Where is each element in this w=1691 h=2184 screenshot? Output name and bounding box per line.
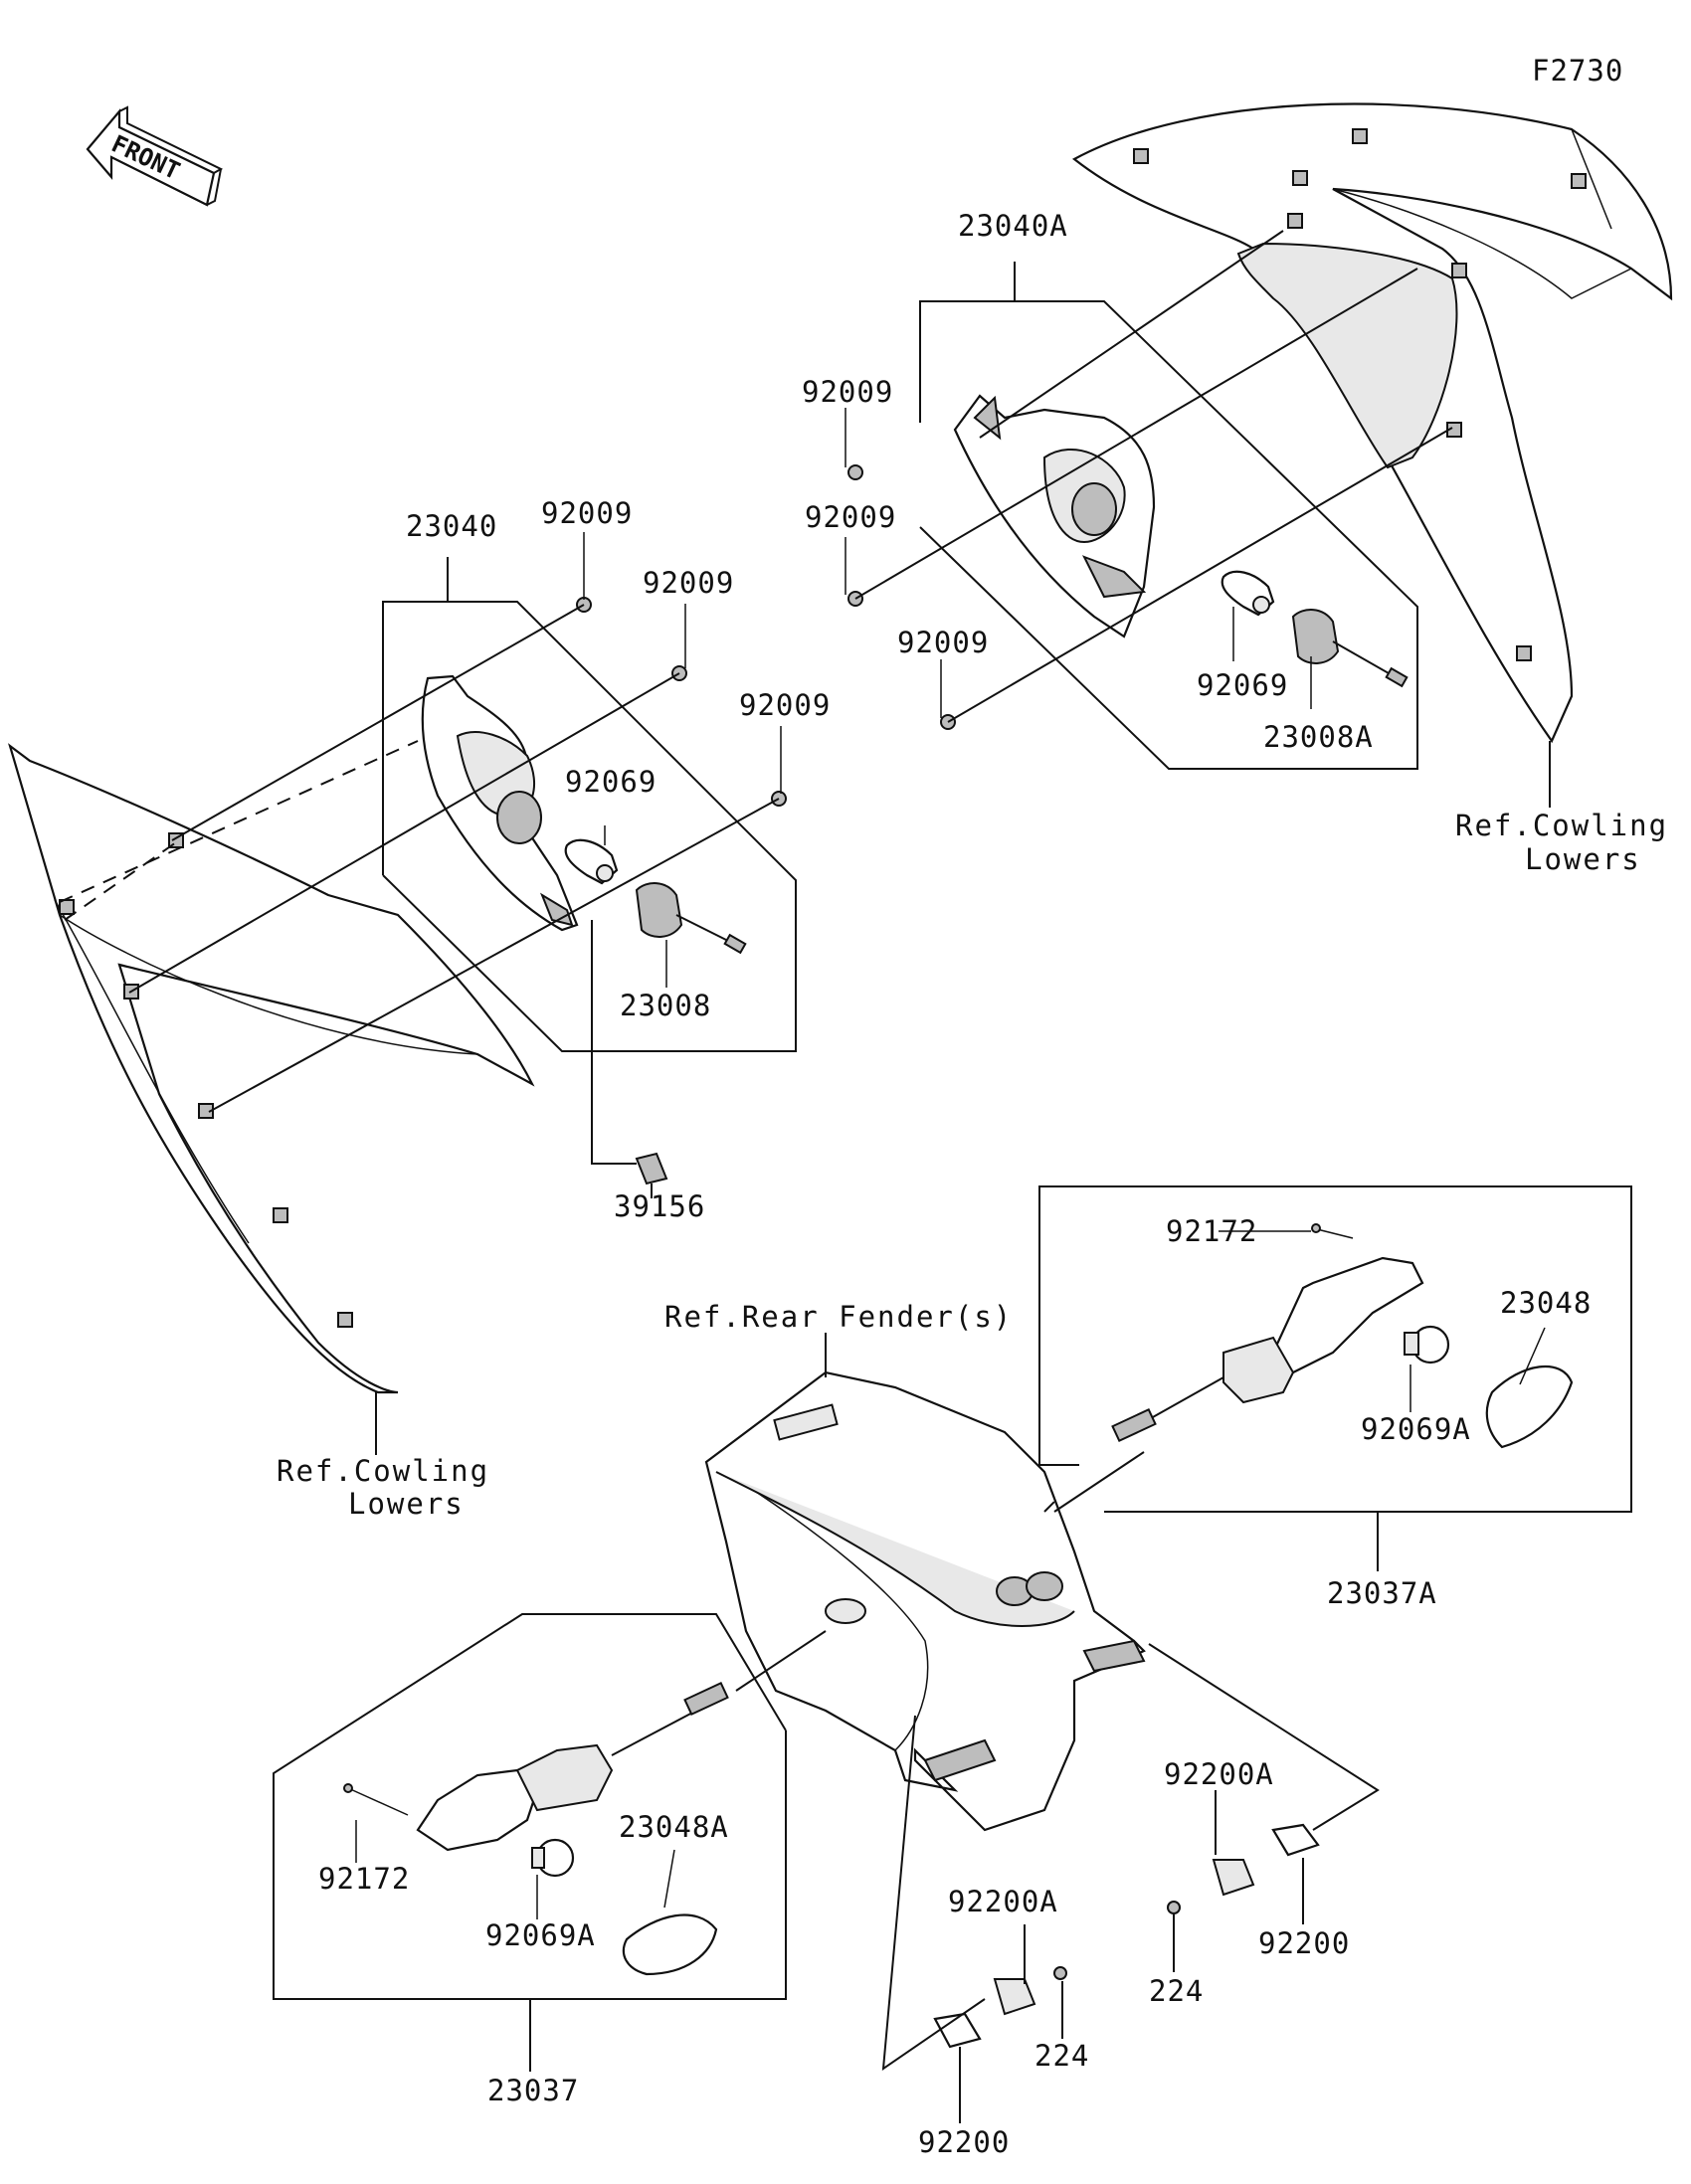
label-23048A: 23048A: [619, 1810, 729, 1844]
label-224-b: 224: [1034, 2039, 1090, 2073]
right-cowling-lower: [1072, 102, 1673, 744]
pad-39156: [635, 1152, 668, 1185]
label-23037: 23037: [487, 2074, 580, 2107]
label-92200A-a: 92200A: [1164, 1757, 1274, 1791]
label-39156: 39156: [614, 1189, 706, 1223]
label-23040: 23040: [406, 509, 498, 543]
socket-23008: [635, 882, 747, 955]
label-92009-c: 92009: [897, 626, 990, 659]
bracket-92200A-right: [1212, 1859, 1255, 1897]
screw-224-left: [1053, 1966, 1067, 1980]
label-92009-a: 92009: [802, 375, 894, 409]
label-92009-e: 92009: [643, 566, 735, 600]
label-23008: 23008: [620, 989, 712, 1022]
bulb-92069A-left: [531, 1838, 575, 1878]
label-ref-cowling-left-1: Ref.Cowling: [277, 1454, 490, 1488]
bulb-92069A-right: [1404, 1325, 1450, 1365]
label-92172-b: 92172: [318, 1862, 411, 1896]
plate-92200-right: [1271, 1823, 1320, 1857]
label-ref-cowling-left-2: Lowers: [348, 1487, 465, 1521]
label-224-a: 224: [1149, 1974, 1205, 2008]
label-92009-d: 92009: [541, 496, 634, 530]
label-92009-b: 92009: [805, 500, 897, 534]
screw-224-right: [1167, 1901, 1181, 1914]
leader-lines: [355, 408, 1546, 1919]
label-92009-f: 92009: [739, 688, 832, 722]
front-turn-signal-23040: [421, 674, 579, 932]
label-92069-b: 92069: [565, 765, 658, 799]
plate-92200-left: [933, 2012, 982, 2049]
label-92069A-a: 92069A: [1361, 1412, 1471, 1446]
bracket-92200A-left: [993, 1978, 1036, 2016]
assembly-lines: [59, 230, 1453, 1692]
socket-23008A: [1291, 609, 1409, 688]
lens-23048: [1485, 1365, 1574, 1449]
label-ref-cowling-right-1: Ref.Cowling: [1455, 809, 1669, 842]
figure-code: F2730: [1532, 54, 1624, 88]
lens-23048A: [622, 1913, 718, 1976]
group-bracket-lines: [273, 262, 1632, 2123]
label-92172-a: 92172: [1166, 1214, 1258, 1248]
label-ref-cowling-right-2: Lowers: [1525, 842, 1641, 876]
front-turn-signal-23040A: [953, 394, 1156, 638]
label-92069-a: 92069: [1197, 668, 1289, 702]
label-92200-b: 92200: [918, 2125, 1011, 2159]
bulb-92069-left: [564, 838, 619, 885]
front-arrow-icon: FRONT: [86, 105, 224, 207]
left-cowling-lower: [8, 743, 535, 1394]
label-92069A-b: 92069A: [485, 1918, 596, 1952]
rear-turn-signal-23037: [343, 1681, 729, 1852]
front-arrow-text: FRONT: [107, 129, 184, 185]
label-23008A: 23008A: [1263, 720, 1374, 754]
label-23048: 23048: [1500, 1286, 1593, 1320]
label-92200A-b: 92200A: [948, 1885, 1058, 1918]
label-92200-a: 92200: [1258, 1926, 1351, 1960]
bulb-92069-right: [1221, 570, 1275, 617]
rear-fender: [704, 1370, 1146, 1832]
label-ref-rear-fender: Ref.Rear Fender(s): [664, 1300, 1014, 1334]
label-23040A: 23040A: [958, 209, 1068, 243]
rear-turn-signal-23037A: [1111, 1223, 1424, 1443]
label-23037A: 23037A: [1327, 1576, 1437, 1610]
